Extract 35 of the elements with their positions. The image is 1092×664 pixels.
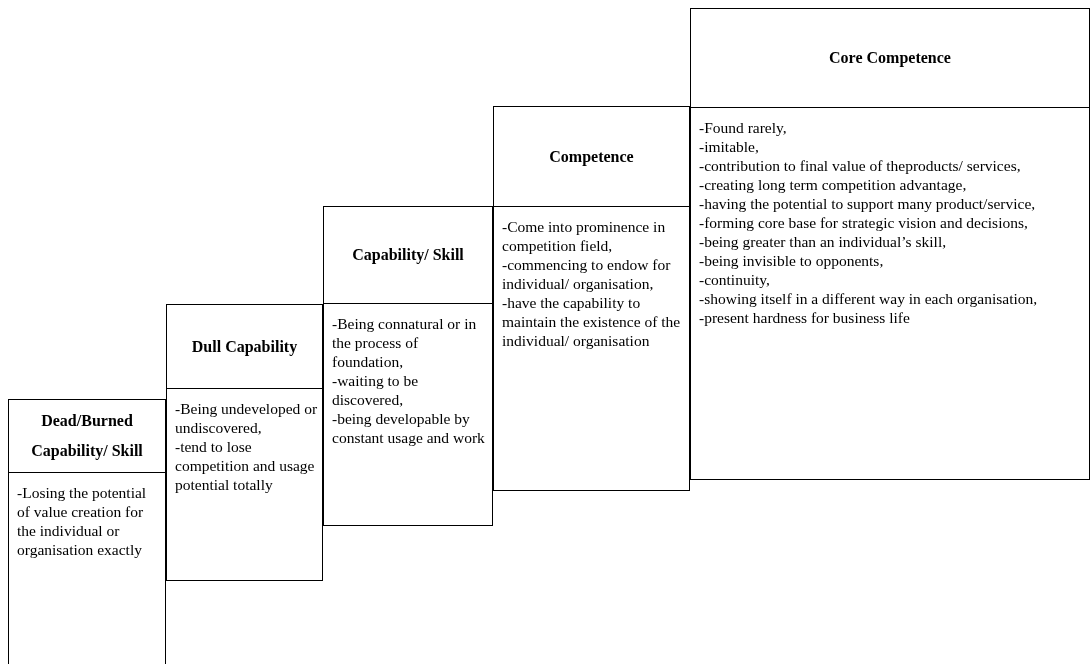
description-text: -being developable by constant usage and work xyxy=(332,409,486,447)
stage-header-box xyxy=(323,206,493,304)
description-text: -having the potential to support many product/service, xyxy=(699,194,1037,213)
stage-title: Dead/Burned Capability/ Skill xyxy=(30,411,144,462)
stage-description-box xyxy=(323,303,493,526)
description-text: -Being undeveloped or undiscovered, xyxy=(175,399,318,437)
description-text: -Being connatural or in the process of foundation, xyxy=(332,314,478,371)
description-text: -contribution to final value of theproducts/ services, xyxy=(699,156,1022,175)
description-text: -forming core base for strategic vision and decisions, xyxy=(699,213,1029,232)
description-text: -Losing the potential of value creation for the individual or organisation exactly xyxy=(17,483,148,559)
stage-header-box xyxy=(690,8,1090,108)
description-text: -present hardness for business life xyxy=(699,308,911,327)
description-text: -have the capability to maintain the existence of the individual/ organisation xyxy=(502,293,682,350)
description-text: -creating long term competition advantage, xyxy=(699,175,968,194)
stage-description-box xyxy=(493,206,690,491)
stage-description-box xyxy=(690,107,1090,480)
stage-header-box xyxy=(8,399,166,473)
description-text: -being invisible to opponents, xyxy=(699,251,885,270)
stage-title: Competence xyxy=(549,146,634,168)
stage-header-box xyxy=(166,304,323,389)
description-text: -commencing to endow for individual/ organisation, xyxy=(502,255,672,293)
description-text: -waiting to be discovered, xyxy=(332,371,420,409)
stage-description-box xyxy=(166,388,323,581)
description-text: -Found rarely, xyxy=(699,118,788,137)
description-text: -being greater than an individual’s skill, xyxy=(699,232,948,251)
description-text: -imitable, xyxy=(699,137,760,156)
description-text: -Come into prominence in competition field, xyxy=(502,217,667,255)
stage-header-box xyxy=(493,106,690,207)
stage-title: Capability/ Skill xyxy=(352,245,464,266)
description-text: -showing itself in a different way in each organisation, xyxy=(699,289,1039,308)
stage-title: Dull Capability xyxy=(191,336,298,358)
stage-title: Core Competence xyxy=(829,48,951,69)
description-text: -tend to lose competition and usage potential totally xyxy=(175,437,316,494)
description-text: -continuity, xyxy=(699,270,771,289)
stage-description-box xyxy=(8,472,166,664)
